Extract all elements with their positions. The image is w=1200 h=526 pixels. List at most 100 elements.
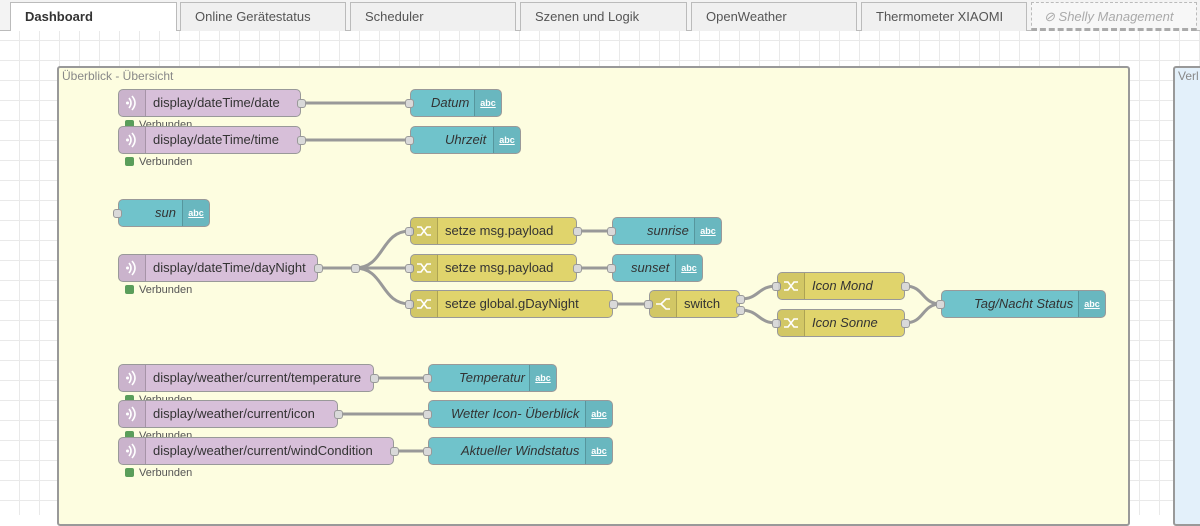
input-port[interactable] bbox=[772, 282, 781, 291]
node-label: sunrise bbox=[647, 223, 689, 238]
text-node-sunrise[interactable]: sunrise abc bbox=[607, 217, 722, 245]
text-node-uhrzeit[interactable]: Uhrzeit abc bbox=[405, 126, 521, 154]
tab-dashboard[interactable]: Dashboard bbox=[10, 2, 177, 32]
text-node-datum[interactable]: Datum abc bbox=[405, 89, 502, 117]
change-node-setze-payload-2[interactable]: setze msg.payload bbox=[405, 254, 582, 282]
input-port[interactable] bbox=[772, 319, 781, 328]
tab-shelly-management[interactable]: ⊘ Shelly Management bbox=[1031, 2, 1197, 31]
output-port[interactable] bbox=[334, 410, 343, 419]
input-port[interactable] bbox=[405, 136, 414, 145]
node-label: display/dateTime/date bbox=[153, 95, 280, 110]
node-label: display/weather/current/windCondition bbox=[153, 443, 373, 458]
output-port[interactable] bbox=[314, 264, 323, 273]
change-node-setze-payload-1[interactable]: setze msg.payload bbox=[405, 217, 582, 245]
broadcast-icon bbox=[119, 255, 146, 281]
output-port-1[interactable] bbox=[736, 295, 745, 304]
status-dot-icon bbox=[125, 120, 134, 129]
node-label: display/dateTime/time bbox=[153, 132, 279, 147]
switch-icon bbox=[650, 291, 677, 317]
status-dot-icon bbox=[125, 431, 134, 440]
input-port[interactable] bbox=[113, 209, 122, 218]
text-node-temperatur[interactable]: Temperatur abc bbox=[423, 364, 557, 392]
status-dot-icon bbox=[125, 395, 134, 404]
node-label: Wetter Icon- Überblick bbox=[451, 406, 580, 421]
input-port[interactable] bbox=[607, 227, 616, 236]
abc-icon: abc bbox=[493, 127, 520, 153]
input-port[interactable] bbox=[405, 300, 414, 309]
output-port[interactable] bbox=[573, 264, 582, 273]
output-port[interactable] bbox=[901, 282, 910, 291]
workspace-tab-bar: Dashboard Online Gerätestatus Scheduler … bbox=[0, 0, 1200, 32]
input-port[interactable] bbox=[405, 264, 414, 273]
output-port[interactable] bbox=[390, 447, 399, 456]
input-port[interactable] bbox=[405, 99, 414, 108]
input-port[interactable] bbox=[607, 264, 616, 273]
tab-scheduler[interactable]: Scheduler bbox=[350, 2, 516, 31]
text-node-sunset[interactable]: sunset abc bbox=[607, 254, 703, 282]
node-label: Icon Mond bbox=[812, 278, 873, 293]
abc-icon: abc bbox=[474, 90, 501, 116]
change-node-setze-gdaynight[interactable]: setze global.gDayNight bbox=[405, 290, 618, 318]
input-port[interactable] bbox=[423, 447, 432, 456]
link-node-weather-temperature[interactable]: display/weather/current/temperature bbox=[118, 364, 379, 392]
node-label: Tag/Nacht Status bbox=[974, 296, 1074, 311]
broadcast-icon bbox=[119, 365, 146, 391]
status-dot-icon bbox=[125, 285, 134, 294]
input-port[interactable] bbox=[644, 300, 653, 309]
status-dot-icon bbox=[125, 468, 134, 477]
node-label: sunset bbox=[631, 260, 670, 275]
node-label: switch bbox=[684, 296, 721, 311]
input-port[interactable] bbox=[423, 410, 432, 419]
output-port[interactable] bbox=[297, 136, 306, 145]
link-node-weather-icon[interactable]: display/weather/current/icon bbox=[118, 400, 343, 428]
link-node-datetime-date[interactable]: display/dateTime/date bbox=[118, 89, 306, 117]
node-status: Verbunden bbox=[125, 394, 192, 404]
output-port[interactable] bbox=[609, 300, 618, 309]
tab-openweather[interactable]: OpenWeather bbox=[691, 2, 857, 31]
tab-online-geraetestatus[interactable]: Online Gerätestatus bbox=[180, 2, 346, 31]
change-node-icon-sonne[interactable]: Icon Sonne bbox=[772, 309, 910, 337]
output-port[interactable] bbox=[370, 374, 379, 383]
node-status: Verbunden bbox=[125, 284, 192, 296]
output-port[interactable] bbox=[297, 99, 306, 108]
text-node-tag-nacht-status[interactable]: Tag/Nacht Status abc bbox=[936, 290, 1106, 318]
link-node-weather-windcondition[interactable]: display/weather/current/windCondition bbox=[118, 437, 399, 465]
node-status: Verbunden bbox=[125, 156, 192, 168]
abc-icon: abc bbox=[585, 438, 612, 464]
abc-icon: abc bbox=[694, 218, 721, 244]
link-node-datetime-daynight[interactable]: display/dateTime/dayNight bbox=[118, 254, 323, 282]
node-label: display/dateTime/dayNight bbox=[153, 260, 306, 275]
tab-thermometer-xiaomi[interactable]: Thermometer XIAOMI bbox=[861, 2, 1027, 31]
link-node-datetime-time[interactable]: display/dateTime/time bbox=[118, 126, 306, 154]
flow-workspace[interactable]: Überblick - Übersicht Verl display/dat bbox=[0, 31, 1200, 526]
change-node-icon-mond[interactable]: Icon Mond bbox=[772, 272, 910, 300]
node-status: Verbunden bbox=[125, 430, 192, 440]
text-node-windstatus[interactable]: Aktueller Windstatus abc bbox=[423, 437, 613, 465]
broadcast-icon bbox=[119, 438, 146, 464]
broadcast-icon bbox=[119, 90, 146, 116]
wire-junction[interactable] bbox=[351, 264, 360, 273]
output-port[interactable] bbox=[573, 227, 582, 236]
group-verl[interactable]: Verl bbox=[1173, 66, 1200, 526]
output-port[interactable] bbox=[901, 319, 910, 328]
input-port[interactable] bbox=[936, 300, 945, 309]
input-port[interactable] bbox=[423, 374, 432, 383]
disabled-icon: ⊘ bbox=[1044, 9, 1055, 24]
text-node-sun[interactable]: sun abc bbox=[113, 199, 210, 227]
switch-node[interactable]: switch bbox=[644, 290, 745, 318]
tab-shelly-management-label: Shelly Management bbox=[1058, 9, 1174, 24]
node-status: Verbunden bbox=[125, 467, 192, 479]
node-label: setze global.gDayNight bbox=[445, 296, 579, 311]
output-port-2[interactable] bbox=[736, 306, 745, 315]
node-label: display/weather/current/temperature bbox=[153, 370, 362, 385]
abc-icon: abc bbox=[529, 365, 556, 391]
abc-icon: abc bbox=[675, 255, 702, 281]
node-label: setze msg.payload bbox=[445, 223, 554, 238]
group-ueberblick-label: Überblick - Übersicht bbox=[62, 69, 174, 83]
tab-szenen-und-logik[interactable]: Szenen und Logik bbox=[520, 2, 687, 31]
abc-icon: abc bbox=[585, 401, 612, 427]
input-port[interactable] bbox=[405, 227, 414, 236]
shuffle-icon bbox=[411, 255, 438, 281]
node-label: display/weather/current/icon bbox=[153, 406, 315, 421]
text-node-wetter-icon[interactable]: Wetter Icon- Überblick abc bbox=[423, 400, 613, 428]
